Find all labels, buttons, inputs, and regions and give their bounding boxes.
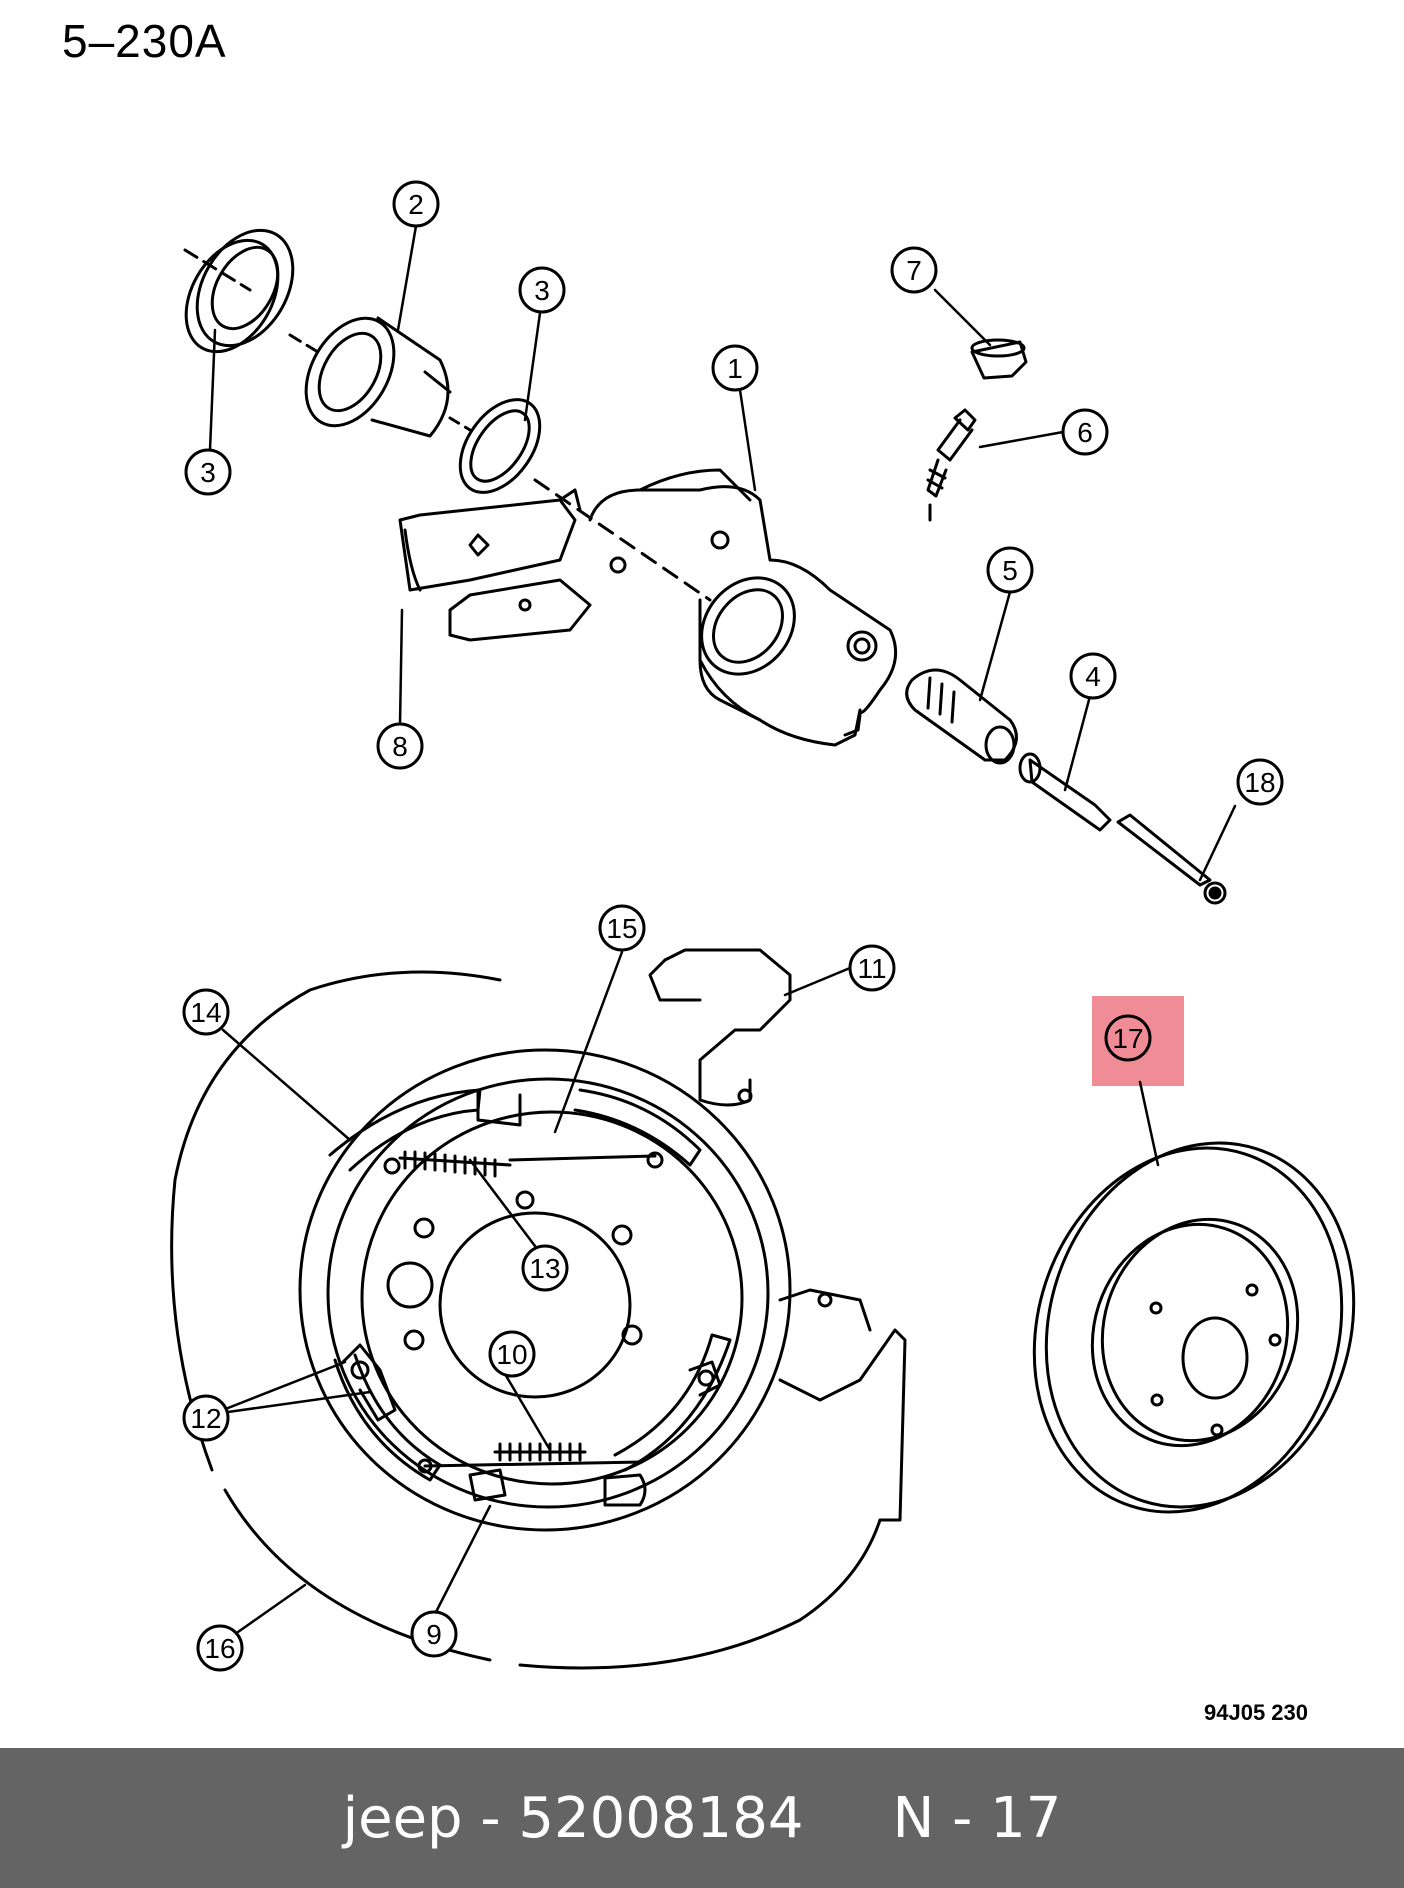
footer-part-info: jeep - 52008184 N - 17 bbox=[342, 1785, 1062, 1851]
callout-17: 17 bbox=[1104, 1014, 1152, 1062]
callout-label: 4 bbox=[1085, 661, 1101, 692]
callout-2: 2 bbox=[392, 180, 440, 228]
pin-bolt-part bbox=[1116, 813, 1227, 905]
callout-14: 14 bbox=[182, 988, 230, 1036]
callout-label: 6 bbox=[1077, 417, 1093, 448]
callout-label: 14 bbox=[190, 997, 221, 1028]
sleeve-part bbox=[1018, 752, 1112, 832]
callout-label: 7 bbox=[906, 255, 922, 286]
callout-label: 5 bbox=[1002, 555, 1018, 586]
callout-3-right: 3 bbox=[518, 266, 566, 314]
callout-5: 5 bbox=[986, 546, 1034, 594]
callout-6: 6 bbox=[1061, 408, 1109, 456]
brake-shield-part bbox=[170, 970, 907, 1670]
callout-label: 11 bbox=[857, 953, 886, 984]
callout-13: 13 bbox=[521, 1244, 569, 1292]
callout-label: 8 bbox=[392, 731, 408, 762]
bushing-part bbox=[905, 668, 1018, 765]
brake-rotor-part bbox=[1032, 1141, 1356, 1514]
callout-label: 3 bbox=[200, 457, 216, 488]
callout-1: 1 bbox=[711, 344, 759, 392]
page-code: 5–230A bbox=[62, 15, 227, 67]
hold-down-part bbox=[338, 1343, 722, 1422]
callout-11: 11 bbox=[848, 944, 896, 992]
callout-15: 15 bbox=[598, 904, 646, 952]
figure-code: 94J05 230 bbox=[1204, 1700, 1308, 1725]
callout-label: 15 bbox=[606, 913, 637, 944]
bleeder-cap-part bbox=[970, 338, 1028, 380]
bleeder-screw-part bbox=[926, 408, 977, 522]
callout-label: 2 bbox=[408, 189, 424, 220]
adjuster-part bbox=[468, 1468, 647, 1507]
callout-label: 17 bbox=[1112, 1023, 1143, 1054]
callout-label: 1 bbox=[727, 353, 743, 384]
callout-18: 18 bbox=[1236, 758, 1284, 806]
callout-16: 16 bbox=[196, 1624, 244, 1672]
callout-label: 3 bbox=[534, 275, 550, 306]
leader-lines bbox=[208, 224, 1237, 1634]
callout-label: 18 bbox=[1244, 767, 1275, 798]
callout-label: 13 bbox=[529, 1253, 560, 1284]
piston-seal-part bbox=[448, 398, 712, 602]
lower-spring-part bbox=[417, 1442, 642, 1474]
callout-9: 9 bbox=[410, 1610, 458, 1658]
upper-spring-part bbox=[383, 1150, 664, 1178]
backing-plate-part bbox=[298, 1048, 792, 1532]
callout-label: 16 bbox=[204, 1633, 235, 1664]
callout-label: 9 bbox=[426, 1619, 442, 1650]
callout-8: 8 bbox=[376, 722, 424, 770]
callout-3-left: 3 bbox=[184, 448, 232, 496]
piston-part bbox=[288, 316, 452, 438]
brake-shoe-part bbox=[328, 1088, 732, 1482]
callout-10: 10 bbox=[488, 1330, 536, 1378]
callout-12: 12 bbox=[182, 1394, 230, 1442]
callout-label: 10 bbox=[496, 1339, 527, 1370]
brake-exploded-diagram: 1 2 3 3 4 5 6 7 8 9 10 11 bbox=[170, 180, 1356, 1672]
callout-7: 7 bbox=[890, 246, 938, 294]
caliper-body-part bbox=[588, 468, 898, 747]
footer-bar: jeep - 52008184 N - 17 bbox=[0, 1748, 1404, 1888]
brake-pads-part bbox=[398, 488, 592, 642]
callout-4: 4 bbox=[1069, 652, 1117, 700]
callout-label: 12 bbox=[190, 1403, 221, 1434]
dust-boot-part bbox=[183, 228, 295, 354]
support-plate-part bbox=[648, 948, 872, 1332]
